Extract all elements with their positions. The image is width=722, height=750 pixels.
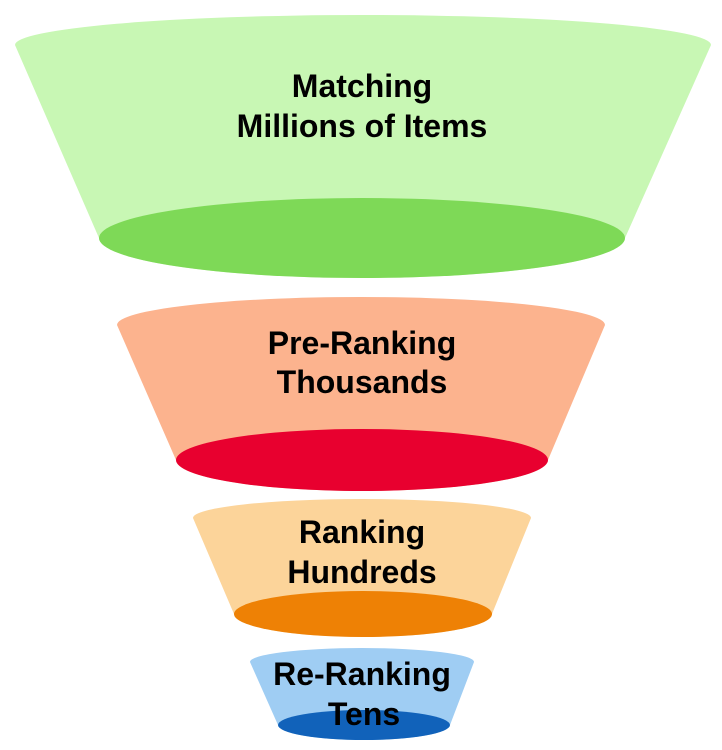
stage-ranking-subtitle: Hundreds [287, 554, 436, 590]
funnel-stage-pre-ranking: Pre-Ranking Thousands [117, 297, 605, 491]
stage-pre-ranking-title: Pre-Ranking [268, 325, 456, 361]
stage-matching-subtitle: Millions of Items [237, 108, 488, 144]
funnel-stage-re-ranking: Re-Ranking Tens [250, 648, 474, 740]
stage-re-ranking-title: Re-Ranking [273, 656, 451, 692]
stage-re-ranking-subtitle: Tens [328, 696, 400, 732]
stage-ranking-title: Ranking [299, 514, 425, 550]
stage-ranking-base [234, 591, 492, 637]
stage-matching-base [99, 198, 625, 278]
stage-pre-ranking-subtitle: Thousands [277, 364, 448, 400]
funnel-stage-matching: Matching Millions of Items [15, 15, 711, 278]
stage-re-ranking-base [278, 710, 450, 740]
stage-matching-title: Matching [292, 68, 432, 104]
funnel-stage-ranking: Ranking Hundreds [193, 499, 531, 637]
stage-pre-ranking-base [176, 429, 548, 491]
